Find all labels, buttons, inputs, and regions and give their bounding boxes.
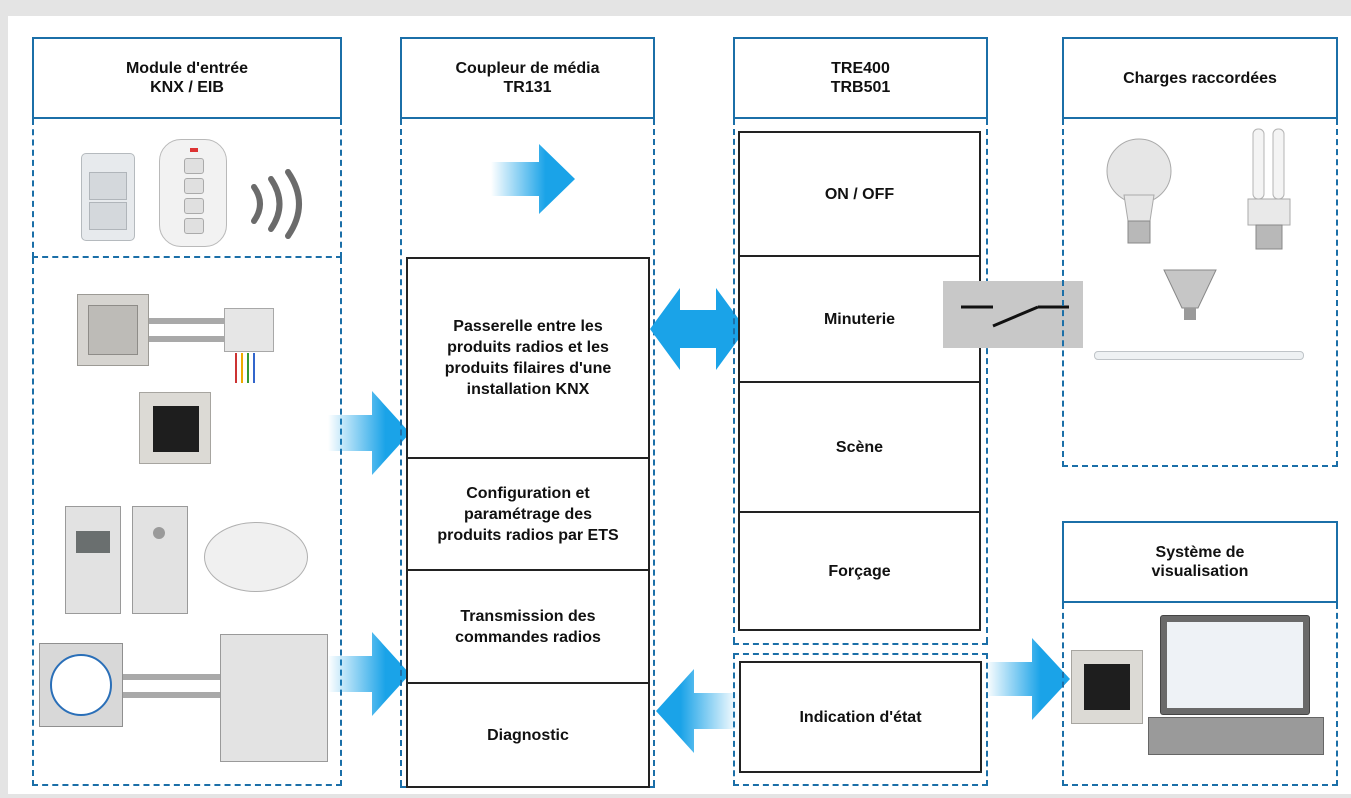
fluorescent-tube-image	[1094, 351, 1304, 360]
push-button-image	[77, 294, 149, 366]
input-module-header: Module d'entrée KNX / EIB	[32, 37, 342, 119]
actuator-function-on-off: ON / OFF	[740, 133, 979, 257]
coupler-function-configuration: Configuration et paramétrage des produit…	[408, 459, 648, 571]
laptop-image	[1160, 615, 1310, 715]
diagram-canvas: Module d'entrée KNX / EIB	[8, 16, 1351, 794]
actuator-header: TRE400 TRB501	[733, 37, 988, 119]
actuator-function-forcing: Forçage	[828, 562, 891, 580]
actuator-function-scene: Scène	[740, 383, 979, 513]
arrow-right-icon-3	[491, 144, 575, 214]
visualisation-box	[1062, 603, 1338, 786]
coupler-header: Coupleur de média TR131	[400, 37, 655, 119]
arrow-left-icon	[656, 669, 738, 753]
wired-devices-box	[32, 258, 342, 786]
binary-input-interface-image	[224, 308, 274, 383]
arrow-right-icon	[328, 391, 410, 475]
coupler-column	[400, 119, 655, 786]
status-indication-box: Indication d'état	[739, 661, 982, 773]
arrow-right-icon-2	[328, 632, 410, 716]
motion-detector-image	[204, 522, 308, 592]
radio-devices-box	[32, 119, 342, 258]
loads-box	[1062, 119, 1338, 467]
din-rail-module-2-image	[132, 506, 188, 614]
double-arrow-icon	[650, 288, 746, 370]
visualisation-header: Système de visualisation	[1062, 521, 1338, 603]
arrow-right-icon-4	[986, 638, 1070, 720]
coupler-function-transmission: Transmission des commandes radios	[408, 571, 648, 684]
timer-clock-image	[39, 643, 123, 727]
incandescent-bulb-icon	[1106, 138, 1172, 244]
din-rail-module-image	[65, 506, 121, 614]
coupler-function-diagnostic: Diagnostic	[487, 726, 569, 744]
actuator-function-timer: Minuterie	[740, 257, 979, 383]
loads-header: Charges raccordées	[1062, 37, 1338, 119]
actuator-functions-box: ON / OFF Minuterie Scène Forçage	[738, 131, 981, 631]
knx-actuator-image	[220, 634, 328, 762]
radio-wall-transmitter-image	[81, 153, 135, 241]
touch-panel-display-image	[1071, 650, 1143, 724]
radio-wave-icon	[251, 169, 302, 239]
radio-remote-image	[159, 139, 227, 247]
switch-contact-box	[943, 281, 1083, 348]
energy-saving-bulb-icon	[1247, 128, 1291, 250]
coupler-functions-box: Passerelle entre les produits radios et …	[406, 257, 650, 788]
touch-panel-image	[139, 392, 211, 464]
coupler-function-gateway: Passerelle entre les produits radios et …	[408, 259, 648, 459]
halogen-spot-icon	[1163, 269, 1217, 320]
actuator-column	[733, 119, 988, 643]
